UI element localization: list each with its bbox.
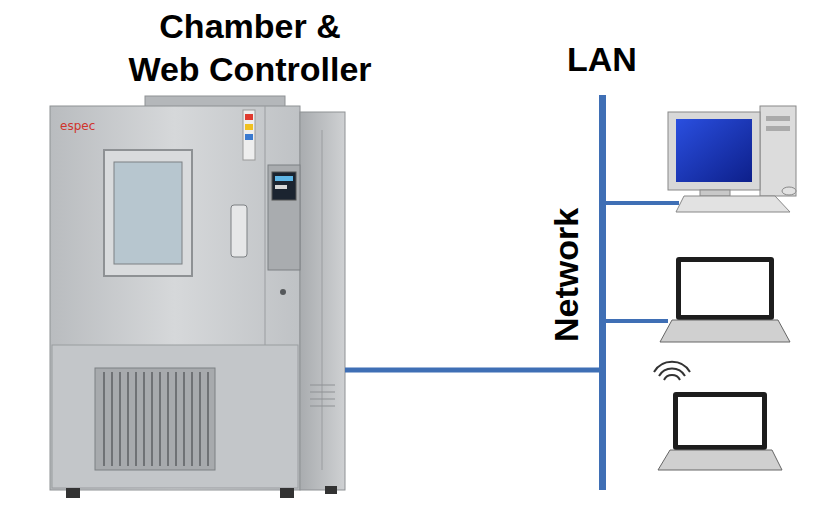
chamber-illustration (50, 96, 345, 498)
bus-heading: LAN (552, 41, 652, 78)
laptop-computer (606, 257, 790, 342)
bus-label: Network (548, 208, 585, 342)
network-bus: LANNetwork (599, 95, 606, 490)
desktop-computer (606, 106, 796, 212)
wireless-laptop (654, 362, 782, 470)
node-heading: Chamber & Web Controller (122, 5, 378, 90)
network-cable (345, 368, 599, 373)
brand-logo: espec (60, 119, 95, 133)
chamber-node: Chamber & Web Controller (48, 95, 345, 495)
